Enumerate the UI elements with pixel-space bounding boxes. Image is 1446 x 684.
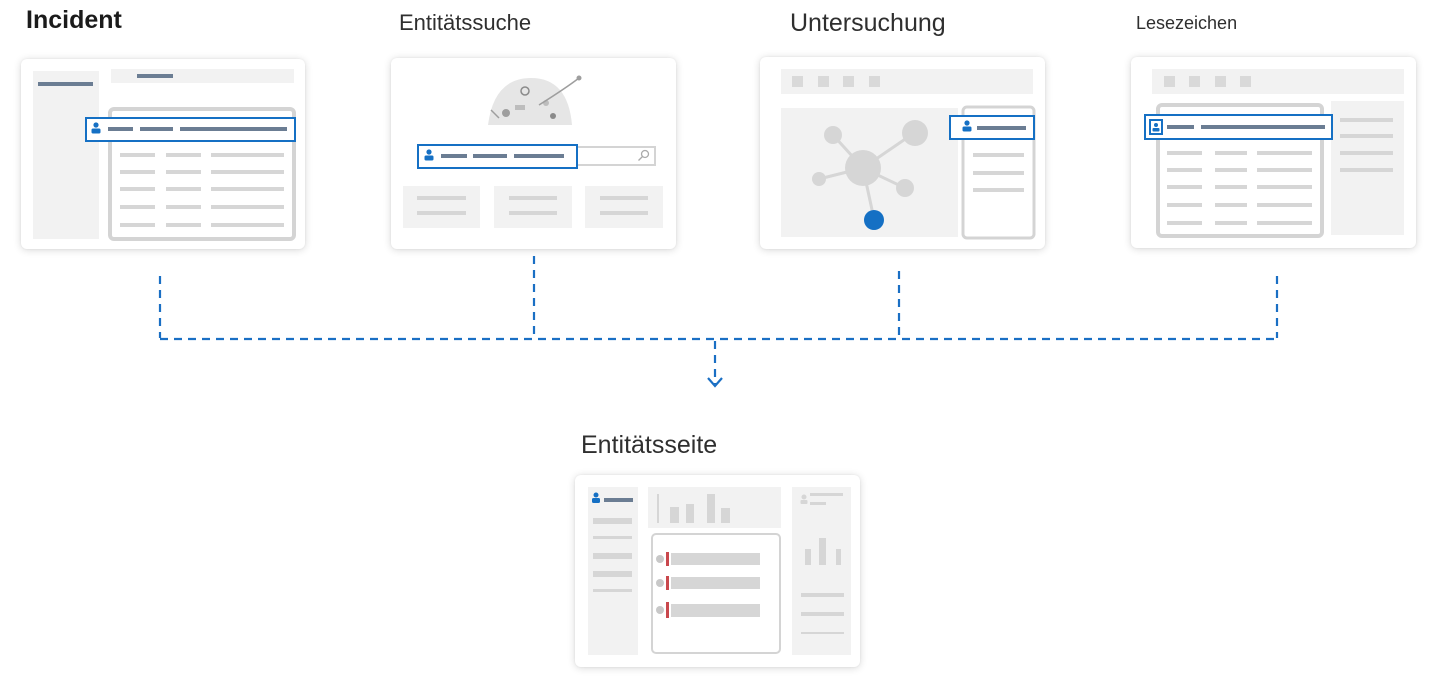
search-entity-result [417,144,578,169]
user-icon [592,492,600,503]
user-icon [962,120,972,132]
bookmarks-title: Lesezeichen [1136,13,1238,33]
incident-header [111,69,294,83]
entity-page-card [575,475,860,667]
investigation-card [760,57,1045,249]
entity-search-card [391,58,676,249]
incident-sidebar [33,71,99,239]
search-illustration [488,75,582,125]
incident-title: Incident [26,6,122,34]
investigation-entity-row [949,115,1035,140]
entity-page-title: Entitätsseite [581,431,718,459]
bookmarks-entity-row [1144,114,1333,140]
bar-chart-icon [657,494,730,523]
bookmarks-card [1131,57,1416,248]
entity-page-insights-panel [792,487,851,655]
search-icon [638,149,650,161]
user-icon [91,122,101,134]
graph-icon [812,120,928,230]
incident-entity-row [85,117,296,142]
incident-card [21,59,305,249]
user-icon [424,149,434,161]
bookmark-user-icon [1149,119,1163,135]
highlighted-entity-node [864,210,884,230]
search-result-tiles [403,186,663,228]
alert-list [656,552,760,618]
entity-search-title: Entitätssuche [399,10,532,35]
arrow-down-icon [707,377,723,388]
investigation-title: Untersuchung [790,9,946,37]
